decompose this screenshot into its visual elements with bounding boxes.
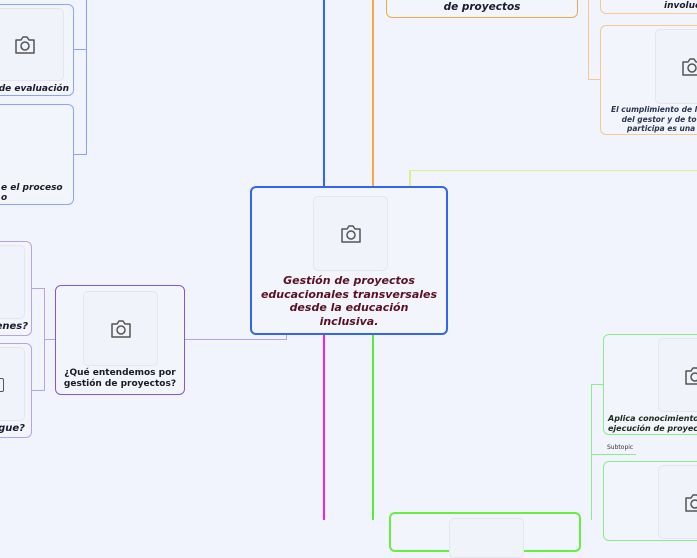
right-orange-node-1-label: involuc xyxy=(664,1,697,11)
connector-blue-left xyxy=(86,0,87,155)
image-placeholder xyxy=(658,465,697,539)
connector-purple-left-h2 xyxy=(32,390,45,391)
subtopic-label[interactable]: Subtopic xyxy=(607,444,634,451)
connector-blue xyxy=(323,0,325,187)
bottom-green-node[interactable] xyxy=(389,512,581,558)
purple-child-node-1[interactable]: enes? xyxy=(0,241,32,336)
purple-child-1-label: enes? xyxy=(0,321,28,332)
left-blue-node-2[interactable]: e el proceso o xyxy=(0,104,74,205)
central-topic[interactable]: Gestión de proyectos educacionales trans… xyxy=(250,186,448,335)
connector-orange xyxy=(372,0,374,187)
connector-yellow-h xyxy=(409,170,697,171)
central-topic-label: Gestión de proyectos educacionales trans… xyxy=(260,274,438,328)
right-orange-node-2-label: El cumplimiento de l del gestor y de to … xyxy=(611,105,697,133)
camera-icon xyxy=(14,36,36,54)
image-placeholder xyxy=(0,347,25,421)
camera-icon xyxy=(340,225,362,243)
image-placeholder xyxy=(449,518,524,558)
image-placeholder xyxy=(658,338,697,412)
image-placeholder xyxy=(313,196,388,271)
connector-green-right xyxy=(591,384,592,520)
image-placeholder xyxy=(655,29,697,104)
connector-orange-right-h xyxy=(588,79,601,80)
connector-purple-h xyxy=(184,339,287,340)
camera-icon xyxy=(0,378,4,392)
image-placeholder xyxy=(0,8,64,81)
purple-main-label: ¿Qué entendemos por gestión de proyectos… xyxy=(63,368,177,389)
connector-purple-left-h1 xyxy=(32,288,45,289)
left-blue-node-2-label: e el proceso o xyxy=(1,183,63,203)
camera-icon xyxy=(110,320,132,338)
camera-icon xyxy=(684,367,697,385)
camera-icon xyxy=(684,494,697,512)
connector-orange-right xyxy=(588,0,589,80)
purple-child-2-label: gue? xyxy=(0,423,25,434)
left-blue-node-1-label: e de evaluación xyxy=(0,84,69,94)
connector-purple-v xyxy=(286,334,287,340)
right-orange-node-2[interactable]: El cumplimiento de l del gestor y de to … xyxy=(600,25,697,135)
image-placeholder xyxy=(83,291,158,366)
orange-topic-label: de proyectos xyxy=(443,1,521,13)
purple-child-node-2[interactable]: gue? xyxy=(0,343,32,438)
right-green-node-2[interactable] xyxy=(603,461,697,541)
image-placeholder xyxy=(0,245,25,319)
connector-yellow xyxy=(409,170,411,187)
connector-magenta xyxy=(323,334,325,520)
connector-green xyxy=(372,334,374,520)
purple-main-node[interactable]: ¿Qué entendemos por gestión de proyectos… xyxy=(55,285,185,395)
connector-green-right-h2 xyxy=(591,454,636,455)
connector-green-right-h1 xyxy=(591,384,604,385)
camera-icon xyxy=(681,58,697,76)
orange-topic-node[interactable]: de proyectos xyxy=(386,0,578,18)
right-orange-node-1[interactable]: involuc xyxy=(600,0,697,14)
connector-blue-left-h2 xyxy=(73,154,87,155)
connector-purple-left-h xyxy=(44,339,55,340)
connector-blue-left-h1 xyxy=(73,49,87,50)
right-green-node-1-label: Aplica conocimientos ejecución de proyec… xyxy=(608,414,697,433)
right-green-node-1[interactable]: Aplica conocimientos ejecución de proyec… xyxy=(603,334,697,435)
left-blue-node-1[interactable]: e de evaluación xyxy=(0,4,74,96)
